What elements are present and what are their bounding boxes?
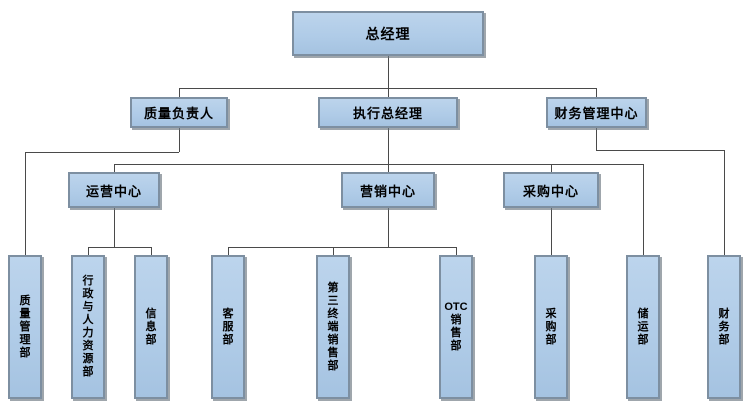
connector-finance-branch [596, 150, 724, 151]
org-node-label: 客服部 [222, 307, 234, 346]
org-node-label: 营销中心 [359, 183, 416, 199]
org-node-label: 财务部 [718, 307, 730, 346]
connector-operations-riser [114, 208, 115, 247]
connector-marketing-riser [388, 208, 389, 247]
connector-drop-quality-head [179, 88, 180, 97]
connector-drop-storage-dept [643, 164, 644, 255]
org-node-quality-head: 质量负责人 [130, 97, 228, 128]
org-node-finance-dept: 财务部 [707, 255, 741, 399]
org-node-label: 行政与人力资源部 [82, 275, 94, 378]
connector-drop-info-dept [151, 247, 152, 255]
connector-gm-riser [388, 56, 389, 97]
connector-marketing-branch [228, 247, 456, 248]
org-node-customer-service-dept: 客服部 [211, 255, 245, 399]
org-node-marketing-center: 营销中心 [341, 172, 435, 208]
org-node-label: 储运部 [637, 307, 649, 346]
org-node-finance-center: 财务管理中心 [546, 97, 647, 128]
connector-quality-riser [179, 128, 180, 152]
connector-drop-terminal-sales-dept [333, 247, 334, 255]
org-node-operations-center: 运营中心 [68, 172, 160, 208]
connector-drop-service-dept [228, 247, 229, 255]
connector-level3-branch [114, 164, 643, 165]
org-node-label: 质量管理部 [19, 294, 31, 359]
org-node-quality-management-dept: 质量管理部 [8, 255, 42, 399]
org-node-label: 采购部 [545, 307, 557, 346]
connector-drop-procurement-center [551, 164, 552, 172]
connector-drop-otc-sales-dept [456, 247, 457, 255]
org-node-label: 信息部 [145, 307, 157, 346]
connector-finance-riser [596, 128, 597, 150]
org-node-label: 总经理 [365, 25, 411, 42]
org-node-storage-transport-dept: 储运部 [626, 255, 660, 399]
connector-drop-finance-center [596, 88, 597, 97]
connector-drop-finance-dept [724, 150, 725, 255]
org-node-procurement-center: 采购中心 [503, 172, 599, 208]
connector-quality-branch [25, 152, 179, 153]
connector-level2-branch [179, 88, 597, 89]
connector-drop-hr-dept [88, 247, 89, 255]
connector-drop-quality-dept [25, 152, 26, 255]
connector-drop-operations [114, 164, 115, 172]
org-node-label: 质量负责人 [143, 106, 214, 121]
org-node-label: 财务管理中心 [554, 106, 639, 121]
org-node-procurement-dept: 采购部 [534, 255, 568, 399]
org-node-third-terminal-sales-dept: 第三终端销售部 [316, 255, 350, 399]
org-node-admin-hr-dept: 行政与人力资源部 [71, 255, 105, 399]
org-node-label: 运营中心 [85, 183, 142, 199]
org-node-information-dept: 信息部 [134, 255, 168, 399]
org-node-label: 第三终端销售部 [327, 281, 339, 372]
org-node-label: 采购中心 [522, 183, 579, 199]
org-node-general-manager: 总经理 [292, 11, 484, 56]
connector-exec-riser [388, 128, 389, 172]
connector-operations-branch [88, 247, 151, 248]
connector-drop-procurement-dept [551, 208, 552, 255]
org-node-executive-gm: 执行总经理 [318, 97, 458, 128]
org-node-label: 执行总经理 [352, 106, 423, 121]
